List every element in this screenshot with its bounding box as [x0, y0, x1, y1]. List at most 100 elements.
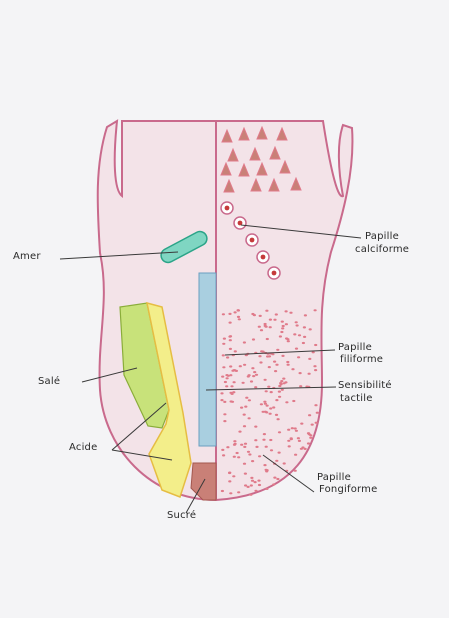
- papilla-speckle: [237, 456, 241, 459]
- papilla-speckle: [259, 403, 263, 406]
- papilla-speckle: [268, 412, 272, 415]
- label-acide: Acide: [69, 442, 98, 453]
- papilla-triangle: [221, 128, 233, 143]
- papilla-speckle: [308, 414, 312, 417]
- papilla-speckle: [280, 388, 284, 391]
- papilla-speckle: [237, 491, 241, 494]
- papilla-speckle: [295, 324, 299, 327]
- papilla-speckle: [294, 453, 298, 456]
- papilla-speckle: [285, 337, 289, 340]
- papilla-speckle: [300, 422, 304, 425]
- papilla-speckle: [309, 436, 313, 439]
- calciform-papilla-center: [249, 237, 255, 243]
- papilla-triangle: [227, 147, 239, 162]
- papilla-speckle: [258, 314, 262, 317]
- papilla-speckle: [302, 326, 306, 329]
- papilla-speckle: [274, 370, 278, 373]
- papilla-speckle: [314, 404, 318, 407]
- papilla-speckle: [305, 385, 309, 388]
- papilla-speckle: [277, 390, 281, 393]
- papilla-speckle: [264, 445, 268, 448]
- papilla-speckle: [277, 431, 282, 434]
- papilla-speckle: [282, 462, 286, 465]
- leader-sale: [81, 367, 138, 383]
- papilla-speckle: [225, 385, 229, 388]
- papilla-triangle: [276, 126, 288, 141]
- label-sensibilite-tactile-line1: Sensibilité: [338, 380, 392, 391]
- label-amer: Amer: [13, 251, 41, 262]
- papilla-speckle: [245, 396, 249, 399]
- papilla-speckle: [229, 492, 233, 495]
- papilla-speckle: [232, 381, 236, 384]
- papilla-speckle: [258, 455, 262, 458]
- papilla-speckle: [306, 442, 311, 445]
- papilla-speckle: [242, 341, 246, 344]
- papilla-speckle: [280, 330, 284, 334]
- papilla-speckle: [272, 406, 276, 409]
- papilla-speckle: [229, 365, 233, 368]
- papilla-triangle: [249, 146, 261, 161]
- papilla-speckle: [299, 385, 303, 388]
- papilla-speckle: [222, 454, 226, 457]
- papilla-speckle: [252, 314, 256, 317]
- papilla-speckle: [254, 386, 258, 389]
- papilla-speckle: [252, 375, 256, 378]
- papilla-speckle: [233, 442, 237, 445]
- papilla-speckle: [232, 475, 236, 478]
- papilla-speckle: [287, 445, 291, 448]
- papilla-speckle: [232, 391, 236, 394]
- papilla-speckle: [313, 365, 317, 368]
- papilla-speckle: [228, 471, 232, 475]
- papilla-speckle: [240, 443, 244, 446]
- leader-sucre: [185, 478, 206, 514]
- papilla-speckle: [291, 368, 295, 371]
- papilla-speckle: [257, 479, 261, 482]
- leader-filiforme: [224, 349, 336, 356]
- papilla-speckle: [246, 450, 251, 453]
- papilla-speckle: [267, 366, 271, 369]
- label-papille-fongiforme-line2: Fongiforme: [319, 484, 378, 495]
- label-papille-calciforme-line1: Papille: [365, 231, 399, 242]
- papilla-speckle: [246, 485, 250, 488]
- papilla-speckle: [311, 351, 315, 354]
- papilla-speckle: [278, 384, 282, 388]
- papilla-speckle: [221, 354, 225, 357]
- papilla-speckle: [220, 399, 224, 402]
- leader-calciforme: [240, 224, 362, 239]
- papilla-speckle: [294, 429, 298, 432]
- papilla-speckle: [263, 410, 267, 413]
- papilla-speckle: [268, 326, 272, 329]
- calciform-papilla-center: [260, 254, 266, 260]
- papilla-speckle: [229, 374, 233, 377]
- papilla-speckle: [273, 360, 277, 363]
- papilla-speckle: [290, 427, 294, 430]
- papilla-speckle: [222, 342, 226, 345]
- leader-lines: [59, 224, 362, 514]
- papilla-triangle: [220, 161, 232, 176]
- papilla-speckle: [257, 483, 262, 487]
- papilla-speckle: [265, 309, 269, 312]
- leader-tactile: [205, 386, 337, 391]
- papilla-speckle: [230, 385, 234, 388]
- papilla-speckle: [254, 439, 258, 442]
- papilla-speckle: [241, 381, 245, 384]
- papilla-speckle: [281, 327, 285, 330]
- papilla-speckle: [249, 484, 253, 487]
- papilla-triangle: [279, 159, 291, 174]
- papilla-speckle: [269, 449, 274, 452]
- papilla-speckle: [289, 311, 293, 314]
- papilla-speckle: [263, 324, 267, 327]
- papilla-speckle: [233, 369, 237, 372]
- papilla-speckle: [253, 371, 257, 374]
- papilla-speckle: [285, 401, 289, 404]
- papilla-speckle: [277, 451, 281, 454]
- papilla-speckle: [265, 337, 269, 341]
- papilla-speckle: [243, 445, 247, 448]
- papilla-speckle: [254, 373, 259, 376]
- papilla-speckle: [229, 391, 233, 394]
- papilla-speckle: [281, 324, 285, 328]
- papilla-speckle: [228, 321, 232, 324]
- papilla-speckle: [221, 313, 225, 316]
- papilla-speckle: [254, 425, 258, 428]
- papilla-speckle: [253, 481, 257, 484]
